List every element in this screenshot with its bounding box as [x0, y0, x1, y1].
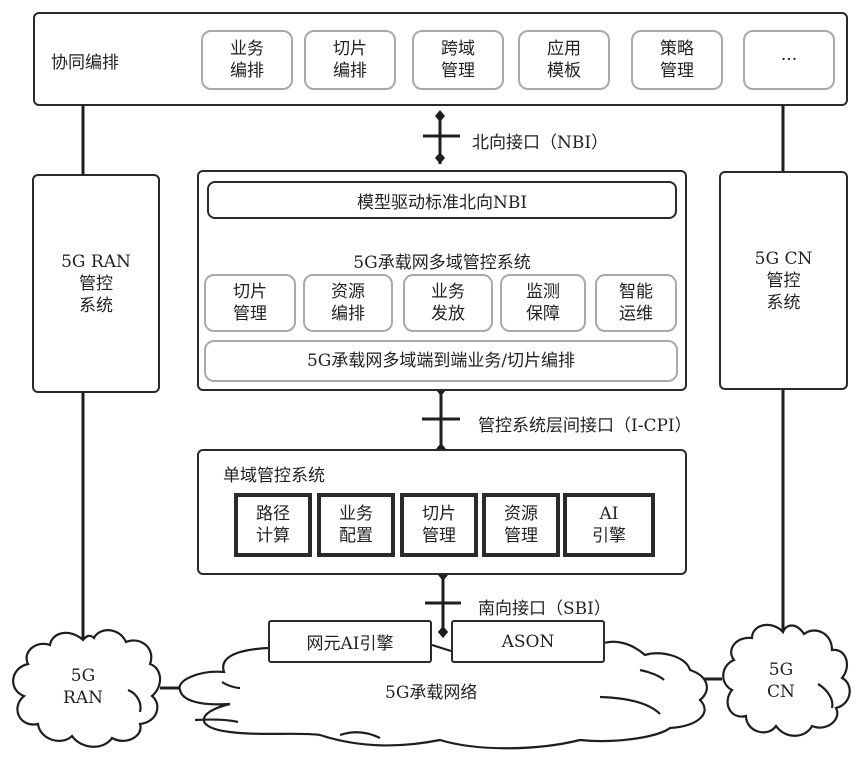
md-module-slice[interactable]: 切片 管理 — [204, 274, 296, 332]
md-module-resource[interactable]: 资源 编排 — [303, 274, 393, 332]
orch-item-slice[interactable]: 切片 编排 — [304, 30, 396, 90]
sd-module-slice[interactable]: 切片 管理 — [400, 493, 478, 557]
nbi-bottom-diamond — [435, 152, 445, 164]
bearer-network-label: 5G承载网络 — [385, 683, 478, 703]
icpi-label: 管控系统层间接口（I-CPI） — [478, 416, 692, 436]
sd-module-config[interactable]: 业务 配置 — [317, 493, 395, 557]
orch-item-app-template[interactable]: 应用 模板 — [518, 30, 610, 90]
sd-module-ai[interactable]: AI 引擎 — [563, 493, 655, 557]
multi-domain-title: 5G承载网多域管控系统 — [353, 253, 531, 273]
orch-item-more[interactable]: ··· — [743, 30, 835, 90]
e2e-orchestration-bar[interactable]: 5G承载网多域端到端业务/切片编排 — [204, 340, 678, 382]
sbi-bottom-diamond — [438, 626, 448, 638]
md-module-ops[interactable]: 智能 运维 — [595, 274, 677, 332]
cn-controller[interactable]: 5G CN 管控 系统 — [719, 171, 848, 390]
single-domain-controller: 单域管控系统 路径 计算 业务 配置 切片 管理 资源 管理 AI 引擎 — [197, 449, 687, 575]
cn-cloud-label: 5G CN — [767, 660, 795, 702]
multi-domain-controller: 模型驱动标准北向NBI 5G承载网多域管控系统 切片 管理 资源 编排 业务 发… — [197, 170, 687, 391]
ran-cloud-label: 5G RAN — [63, 666, 103, 708]
ran-cloud — [12, 629, 162, 748]
cn-cloud — [722, 623, 851, 737]
ason-box[interactable]: ASON — [451, 620, 605, 663]
md-module-monitor[interactable]: 监测 保障 — [500, 274, 586, 332]
sd-module-path[interactable]: 路径 计算 — [234, 493, 312, 557]
nbi-top-diamond — [435, 110, 445, 122]
ran-controller[interactable]: 5G RAN 管控 系统 — [32, 174, 160, 393]
nbi-model-bar[interactable]: 模型驱动标准北向NBI — [207, 181, 677, 219]
nbi-label: 北向接口（NBI） — [472, 133, 609, 153]
orch-item-cross-domain[interactable]: 跨域 管理 — [412, 30, 504, 90]
single-domain-title: 单域管控系统 — [223, 466, 325, 486]
bearer-network-cloud — [178, 640, 708, 750]
orch-item-service[interactable]: 业务 编排 — [201, 30, 293, 90]
md-module-provision[interactable]: 业务 发放 — [403, 274, 493, 332]
orch-item-policy[interactable]: 策略 管理 — [631, 30, 723, 90]
sbi-label: 南向接口（SBI） — [478, 599, 611, 619]
orchestration-panel: 协同编排 业务 编排 切片 编排 跨域 管理 应用 模板 策略 管理 ··· — [33, 12, 848, 106]
sd-module-resource[interactable]: 资源 管理 — [482, 493, 560, 557]
orchestration-title: 协同编排 — [51, 53, 119, 73]
ne-ai-engine[interactable]: 网元AI引擎 — [268, 620, 432, 663]
